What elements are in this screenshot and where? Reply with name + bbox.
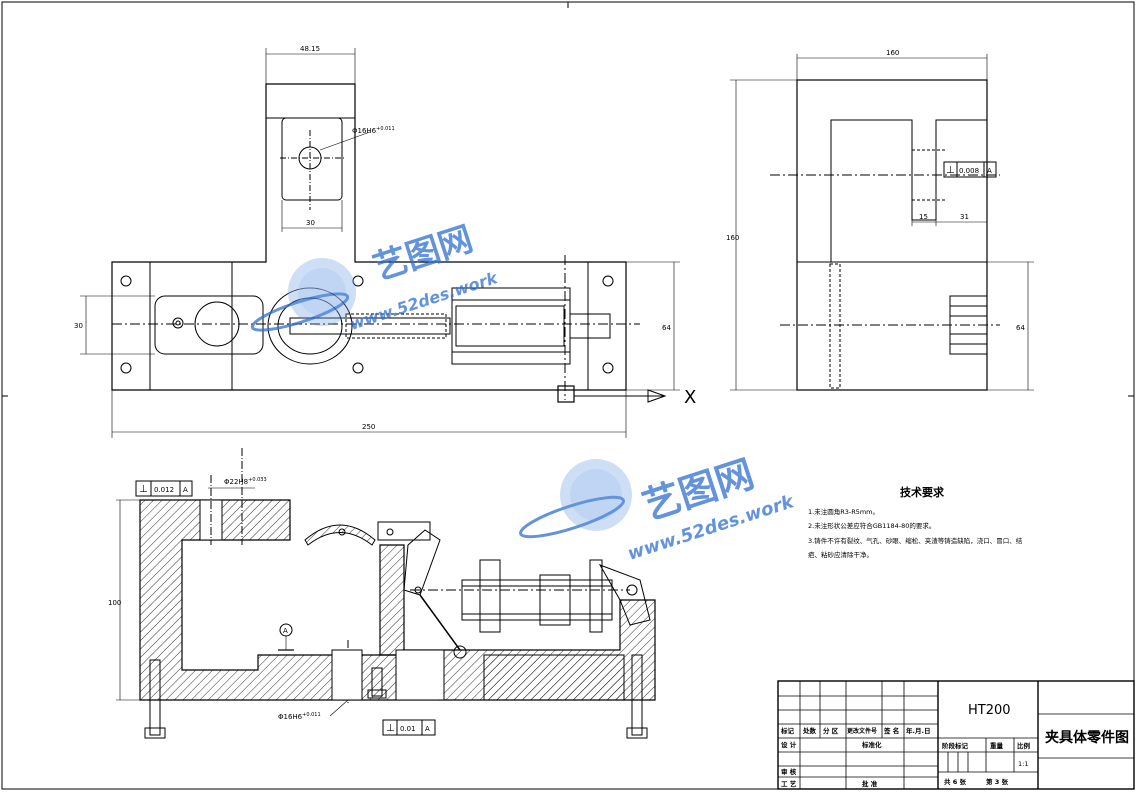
dim-slot-width: 30 (306, 219, 315, 227)
title-r-process: 工 艺 (781, 779, 797, 788)
top-view-dimensions: 48.15 30 Φ16H6+0.011 30 64 250 (74, 45, 680, 438)
top-view: X (111, 83, 696, 408)
dim-side-height: 160 (726, 234, 739, 242)
dim-section-bore-top: Φ22H8+0.033 (224, 477, 267, 486)
datum-label: A (283, 627, 288, 635)
dim-side-width: 160 (886, 49, 899, 57)
dim-section-height: 100 (108, 599, 121, 607)
title-part-name: 夹具体零件图 (1045, 729, 1129, 746)
dim-side-offset-b: 31 (960, 213, 969, 221)
dim-side-right-height: 64 (1016, 324, 1025, 332)
title-h-sign: 签 名 (883, 726, 899, 735)
tech-requirements: 技术要求 1.未注圆角R3-R5mm。 2.未注形状公差应符合GB1184-80… (808, 485, 1023, 559)
title-r-scale: 比例 (1017, 741, 1031, 750)
title-h-date: 年.月.日 (906, 726, 930, 735)
dim-left-height: 30 (74, 322, 83, 330)
x-axis-label: X (684, 387, 696, 408)
svg-text:A: A (425, 725, 430, 733)
watermark-globe-icon (560, 459, 632, 531)
tolerance-frame-bottom: ⊥ 0.01 A (382, 719, 436, 736)
svg-text:⊥: ⊥ (139, 484, 148, 495)
section-view: 100 A Φ22H8+0.033 Φ16H6+0.011 (108, 448, 656, 739)
title-sheet-no: 第 3 张 (986, 777, 1009, 786)
svg-text:A: A (987, 167, 992, 175)
watermark-bottom: 艺图网 www.52des.work (519, 451, 797, 565)
title-r-review: 审 核 (781, 767, 797, 776)
tolerance-frame-top: ⊥ 0.012 A (135, 480, 193, 497)
svg-text:A: A (183, 486, 188, 494)
tech-req-line1: 1.未注圆角R3-R5mm。 (808, 507, 879, 516)
title-scale-value: 1:1 (1018, 760, 1028, 768)
dim-overall-length: 250 (362, 423, 375, 431)
dim-side-offset-a: 15 (919, 213, 928, 221)
title-h-qty: 处数 (802, 726, 817, 735)
title-h-zone: 分 区 (823, 726, 839, 735)
title-sheets: 共 6 张 (944, 777, 967, 786)
side-view (770, 79, 1000, 391)
tech-req-line2: 2.未注形状公差应符合GB1184-80的要求。 (808, 521, 935, 530)
svg-text:0.008: 0.008 (959, 167, 979, 175)
svg-text:0.01: 0.01 (400, 725, 416, 733)
svg-text:⊥: ⊥ (946, 165, 955, 176)
title-r-design: 设 计 (781, 740, 797, 749)
svg-text:0.012: 0.012 (154, 486, 174, 494)
title-r-standard: 标准化 (861, 740, 882, 749)
svg-text:⊥: ⊥ (386, 723, 395, 734)
title-h-docno: 更改文件号 (847, 727, 877, 735)
watermark-top: 艺图网 www.52des.work (250, 219, 501, 334)
tech-req-title: 技术要求 (900, 485, 945, 499)
title-r-weight: 重量 (990, 741, 1004, 750)
title-material: HT200 (968, 703, 1011, 718)
title-r-stage: 阶段标记 (942, 741, 969, 750)
title-block (777, 680, 1135, 790)
dim-section-bore-bottom: Φ16H6+0.011 (278, 712, 321, 721)
tech-req-line3: 3.铸件不许有裂纹、气孔、砂眼、缩松、夹渣等铸造缺陷，浇口、冒口、结 (808, 536, 1023, 545)
dim-bore-callout: Φ16H6+0.011 (352, 126, 395, 135)
tolerance-frame-side: ⊥ 0.008 A (943, 161, 997, 178)
dim-top-width: 48.15 (300, 45, 320, 53)
title-r-approve: 批 准 (862, 779, 878, 788)
dim-right-height: 64 (662, 324, 671, 332)
title-h-mark: 标记 (780, 726, 795, 735)
tech-req-line4: 疤、粘砂应清除干净。 (808, 550, 873, 559)
watermark-globe-icon (288, 258, 356, 326)
side-view-dimensions: 160 160 15 31 64 (726, 49, 1034, 391)
